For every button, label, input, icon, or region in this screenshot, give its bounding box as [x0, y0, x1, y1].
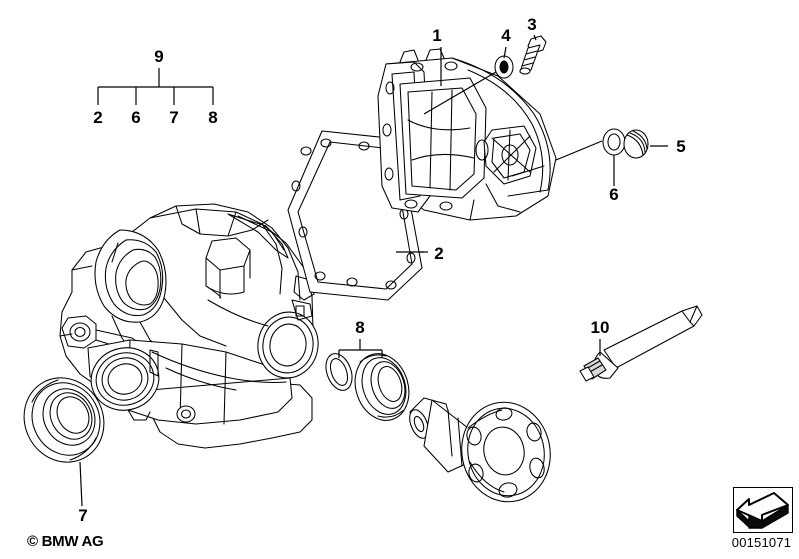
part-4-washer — [494, 55, 514, 79]
repair-kit-bracket — [97, 68, 214, 105]
part-3-hex-bolt — [519, 35, 547, 75]
callout-8a: 8 — [208, 108, 217, 127]
callout-1: 1 — [432, 26, 441, 45]
part-6-o-ring — [602, 128, 626, 156]
callout-2a: 2 — [93, 108, 102, 127]
callout-2b: 2 — [434, 244, 443, 263]
callout-6b: 6 — [609, 185, 618, 204]
copyright-notice: © BMW AG — [27, 533, 104, 550]
callout-5: 5 — [676, 137, 685, 156]
callout-7a: 7 — [169, 108, 178, 127]
part-5-sealing-plug — [623, 129, 649, 159]
direction-arrow-icon — [733, 487, 793, 533]
callout-9: 9 — [154, 47, 163, 66]
callout-8b: 8 — [355, 318, 364, 337]
output-flange — [409, 397, 551, 503]
part-7-shaft-oil-seal — [23, 377, 105, 463]
part-number: 00151071 — [731, 535, 792, 550]
differential-carrier-housing — [59, 203, 319, 449]
part-8-bearing-and-ring-set — [325, 353, 410, 421]
callout-7b: 7 — [78, 506, 87, 525]
callout-3: 3 — [527, 15, 536, 34]
callout-numbers: 1 2 2 3 4 5 6 6 7 7 8 8 9 10 — [78, 15, 685, 525]
callout-6a: 6 — [131, 108, 140, 127]
leader-lines — [79, 34, 668, 507]
part-10-sealing-compound-tube — [579, 305, 703, 382]
callout-10: 10 — [591, 318, 610, 337]
callout-4: 4 — [501, 26, 511, 45]
part-1-final-drive-cover-housing — [377, 48, 557, 221]
